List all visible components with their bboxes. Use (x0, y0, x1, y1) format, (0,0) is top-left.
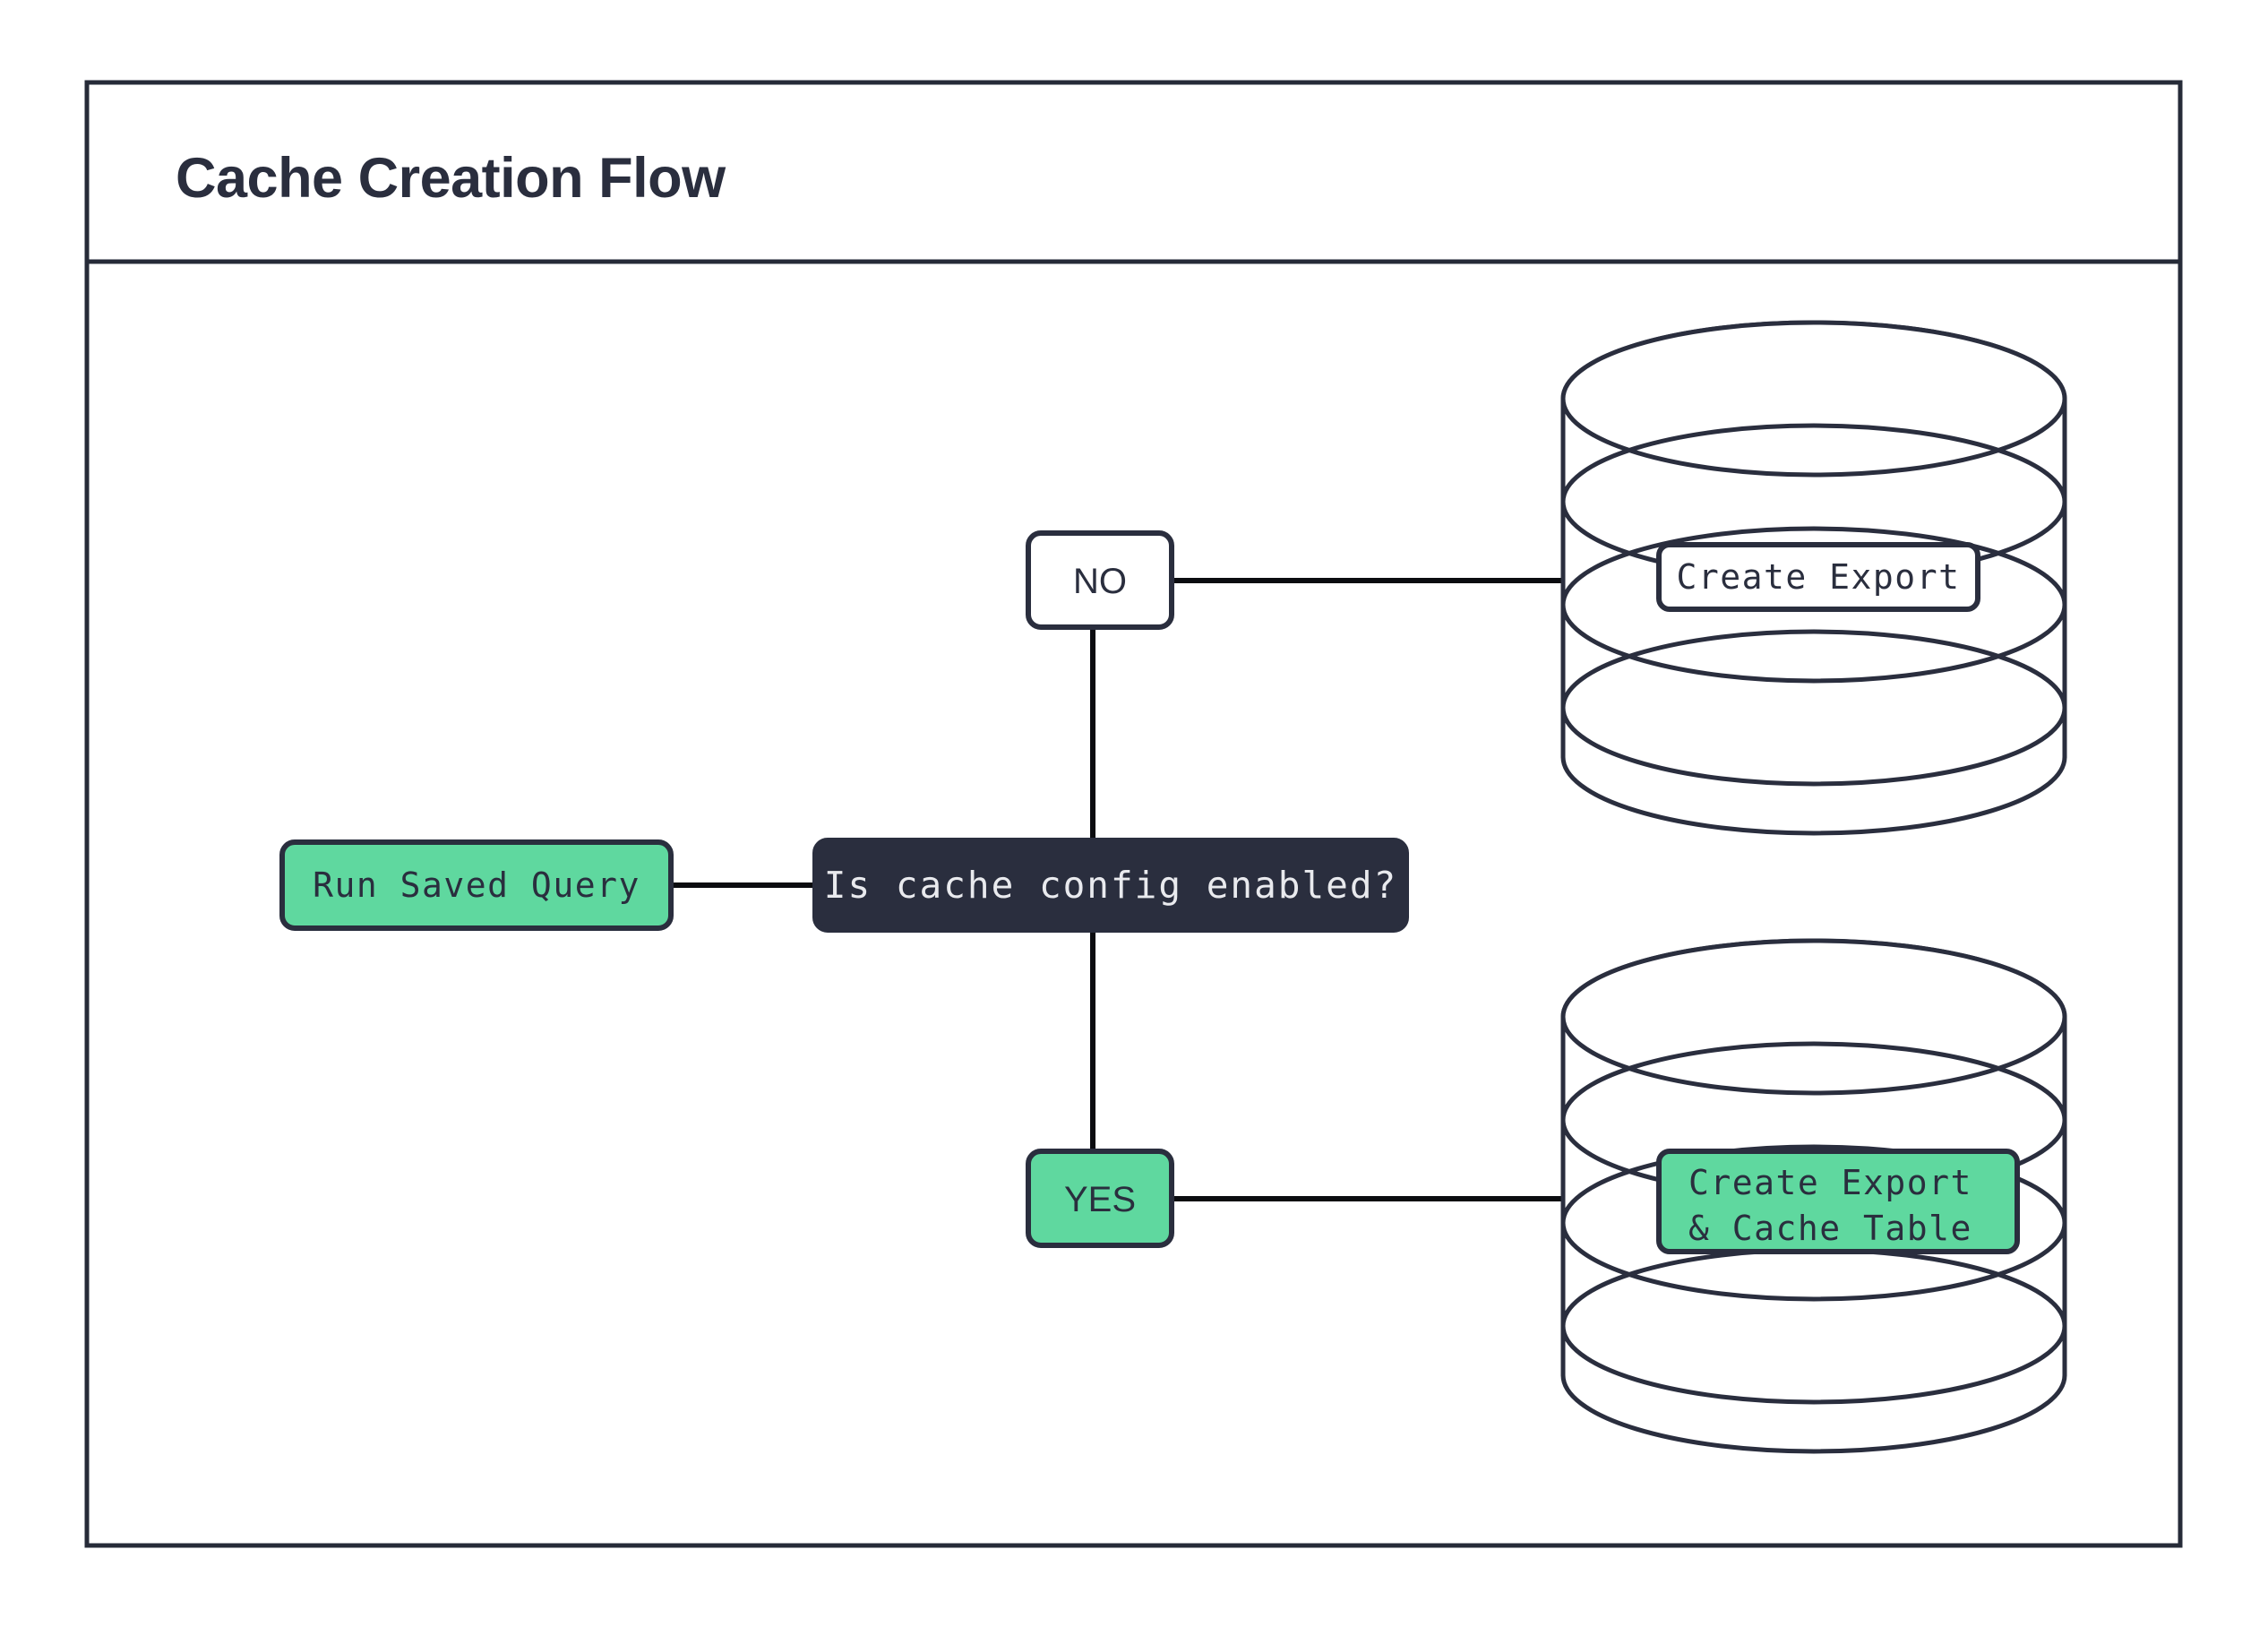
run-saved-query-box[interactable] (279, 839, 674, 931)
db-top-label-text: Create Export (1677, 557, 1961, 597)
db-top-label-chip[interactable] (1656, 542, 1980, 612)
branch-yes-label: YES (1064, 1180, 1136, 1219)
db-bottom-ring-1 (1560, 938, 2067, 1096)
db-bottom-label-line1: Create Export (1688, 1163, 1972, 1202)
db-bottom-ring-4 (1560, 1323, 2067, 1405)
node-branch-yes[interactable]: YES (1026, 1149, 1174, 1248)
db-top-ring-4 (1560, 705, 2067, 787)
diagram-frame-border (84, 80, 2183, 1548)
node-run-saved-query[interactable]: Run Saved Query (279, 839, 674, 931)
run-saved-query-label: Run Saved Query (313, 865, 640, 905)
db-bottom-ring-2-back (1560, 1041, 2067, 1123)
db-bottom-label-chip[interactable] (1656, 1149, 2020, 1254)
branch-no-box[interactable] (1026, 530, 1174, 630)
branch-no-label: NO (1073, 562, 1127, 601)
db-top-ring-3 (1560, 602, 2067, 684)
db-top-ring-2-back (1560, 423, 2067, 504)
node-decision[interactable]: Is cache config enabled? (812, 838, 1409, 933)
db-cylinder-bottom: Create Export & Cache Table (1560, 938, 2067, 1454)
page-title: Cache Creation Flow (176, 147, 726, 210)
db-bottom-label-line2: & Cache Table (1688, 1209, 1972, 1248)
db-top-ring-3-back (1560, 526, 2067, 607)
db-top-ring-4-back (1560, 629, 2067, 710)
db-cylinder-top: Create Export (1560, 320, 2067, 836)
db-bottom-ring-3 (1560, 1220, 2067, 1302)
db-bottom-ring-3-back (1560, 1144, 2067, 1226)
decision-box[interactable] (812, 838, 1409, 933)
decision-label: Is cache config enabled? (824, 864, 1397, 907)
db-top-ring-1 (1560, 320, 2067, 478)
node-branch-no[interactable]: NO (1026, 530, 1174, 630)
branch-yes-box[interactable] (1026, 1149, 1174, 1248)
